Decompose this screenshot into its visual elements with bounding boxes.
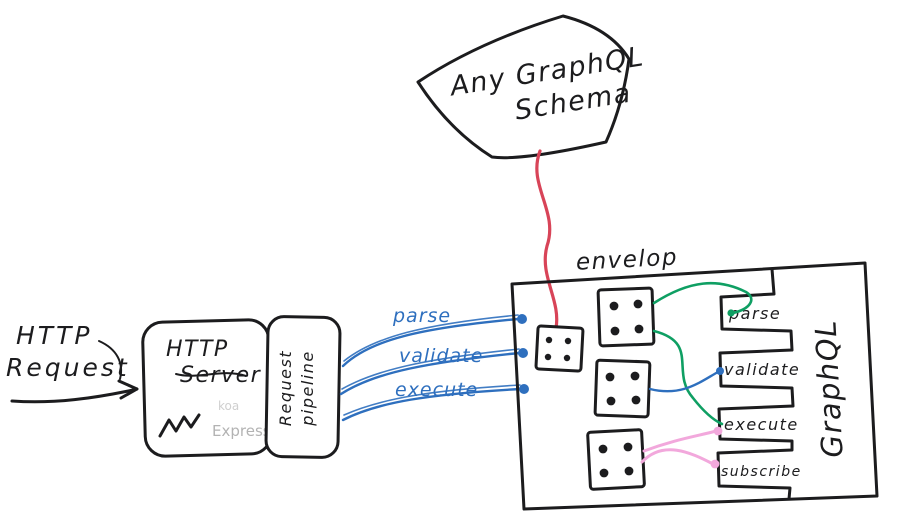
pipeline-label-word2: pipeline (298, 350, 317, 426)
slot-label-parse: parse (728, 304, 781, 323)
green-wire-execute (652, 329, 724, 426)
plugin-domino-small-outline (534, 324, 585, 373)
plugin-domino-1 (596, 286, 656, 348)
schema-envelop-connector (535, 149, 559, 330)
koa-label: koa (218, 399, 239, 413)
request-pipeline-box: Request pipeline (264, 315, 342, 459)
schema-bubble: Any GraphQL Schema (416, 14, 646, 160)
green-parse-dot (727, 309, 735, 317)
plugin-domino-2 (593, 358, 652, 419)
green-wire-parse (652, 281, 753, 315)
schema-bubble-outline (416, 14, 631, 160)
parse-endpoint-dot (517, 314, 527, 324)
http-request-label-line1: HTTP (16, 321, 92, 350)
request-arrow (10, 340, 139, 404)
validate-endpoint-dot (518, 348, 528, 358)
blue-wire-validate (648, 370, 720, 393)
pink-wire-subscribe (640, 448, 715, 466)
pipeline-label-word1: Request (276, 350, 295, 426)
validate-edge-double (341, 348, 520, 390)
http-server-box: HTTP Server koa Express (141, 318, 273, 458)
pink-subscribe-dot (710, 459, 720, 469)
execute-edge-label: execute (395, 379, 478, 401)
plugin-domino-1-outline (596, 286, 656, 348)
server-underline-scribble (175, 372, 247, 377)
graphql-comb-divider (716, 267, 795, 501)
graphql-label: GraphQL (808, 319, 849, 459)
request-arrow-hook (98, 340, 122, 380)
parse-edge-label: parse (392, 305, 451, 327)
validate-edge (339, 351, 521, 396)
slot-label-validate: validate (724, 360, 800, 379)
request-arrowhead-icon (117, 379, 139, 400)
envelop-box: parse validate execute subscribe GraphQL (510, 261, 879, 511)
server-title-line1: HTTP (166, 337, 229, 362)
pink-wire-execute (642, 429, 718, 453)
pipeline-edges: parse validate execute (339, 305, 529, 422)
execute-edge (341, 387, 522, 422)
envelop-label: envelop (575, 244, 678, 275)
validate-edge-label: validate (399, 345, 483, 367)
express-label: Express (212, 422, 271, 440)
pink-execute-dot (713, 426, 723, 436)
plugin-domino-2-outline (593, 358, 652, 419)
blue-validate-dot (716, 367, 724, 375)
slot-label-subscribe: subscribe (721, 464, 802, 480)
express-scribble-icon (158, 413, 201, 438)
plugin-domino-3-outline (586, 428, 646, 491)
plugin-domino-3 (586, 428, 646, 491)
execute-edge-double (343, 384, 521, 416)
slot-label-execute: execute (724, 415, 799, 434)
execute-endpoint-dot (519, 384, 529, 394)
request-arrow-shaft (10, 388, 135, 404)
http-request-label-line2: Request (6, 353, 130, 382)
plugin-domino-small (534, 324, 585, 373)
parse-edge (341, 317, 520, 368)
envelop-outline (510, 261, 879, 511)
parse-edge-double (343, 314, 519, 362)
plugin-hook-wires (640, 281, 753, 469)
http-request-group: HTTP Request (6, 321, 139, 404)
request-pipeline-outline (264, 315, 342, 459)
